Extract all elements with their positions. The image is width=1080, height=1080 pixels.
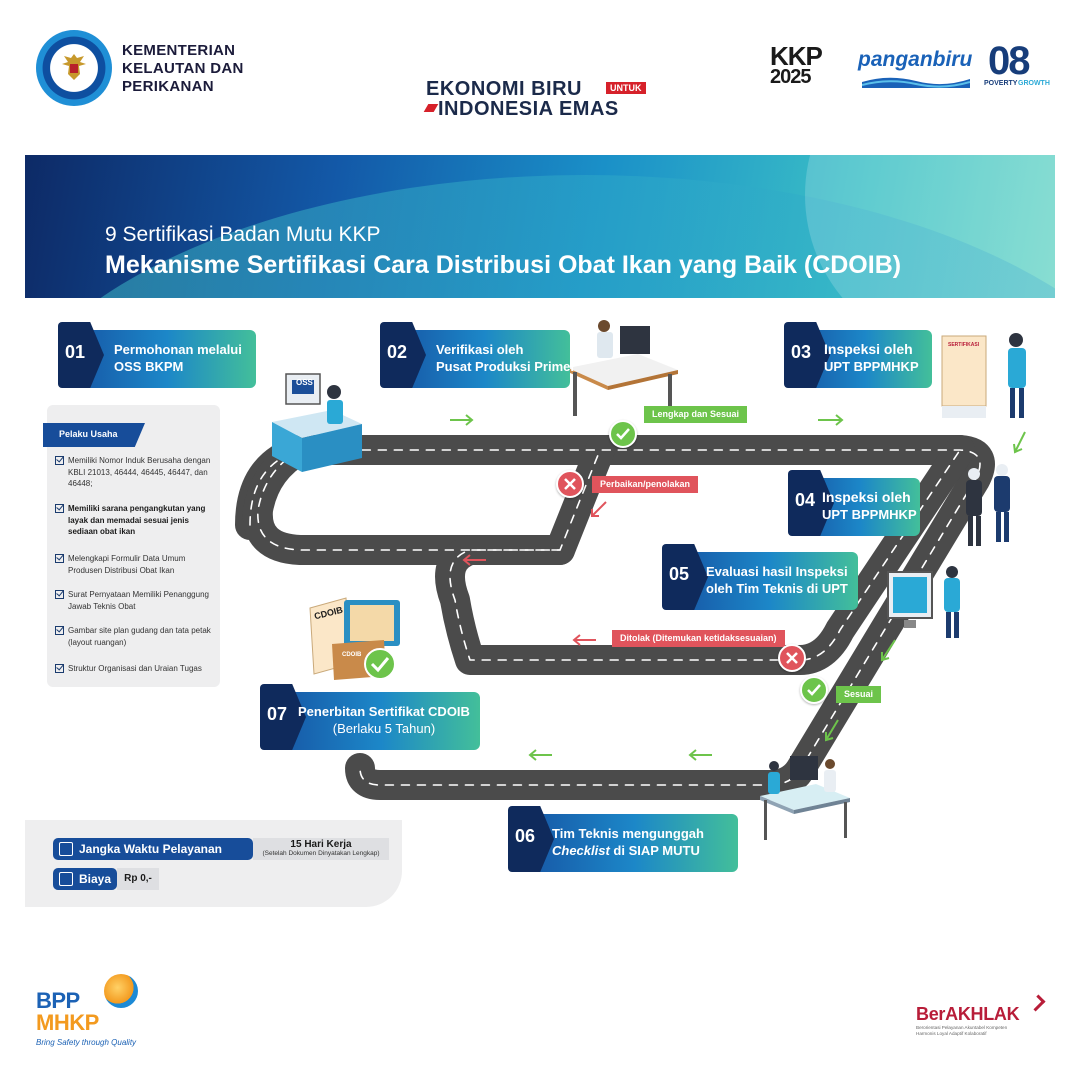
eight-percent-logo: 08 POVERTY GROWTH xyxy=(984,39,1050,87)
panganbiru-logo: panganbiru xyxy=(858,48,974,92)
cost-value: Rp 0,- xyxy=(117,868,159,890)
step-01: 01 Permohonan melalui OSS BKPM xyxy=(58,322,256,388)
tag-lengkap-sesuai: Lengkap dan Sesuai xyxy=(644,406,748,423)
checkbox-icon xyxy=(55,456,64,465)
berakhlak-logo: BerAKHLAK Berorientasi Pelayanan Akuntab… xyxy=(916,994,1046,1048)
ekonomi-biru-logo: EKONOMI BIRU UNTUK INDONESIA EMAS xyxy=(423,78,656,122)
inspector-poster-illustration xyxy=(941,333,1026,418)
logo-mark-icon xyxy=(104,974,138,1008)
step-number: 04 xyxy=(794,490,816,510)
step-number: 02 xyxy=(386,342,408,362)
bppmhkp-logo: BPP MHKP Bring Safety through Quality xyxy=(36,972,156,1052)
garuda-emblem-icon xyxy=(62,54,86,80)
rejected-x-icon xyxy=(556,470,584,498)
service-time-value: 15 Hari Kerja (Setelah Dokumen Dinyataka… xyxy=(253,838,389,860)
folder-label: CDOIB xyxy=(342,652,362,658)
flow-arrows xyxy=(450,414,1026,761)
step-number: 05 xyxy=(668,564,690,584)
ministry-name: KEMENTERIAN KELAUTAN DAN PERIKANAN xyxy=(122,42,244,95)
step-number: 03 xyxy=(790,342,812,362)
checkbox-icon xyxy=(55,626,64,635)
certificate-illustration xyxy=(309,597,400,680)
step-05: 05 Evaluasi hasil Inspeksi oleh Tim Tekn… xyxy=(662,544,858,610)
reject-arrows xyxy=(462,501,607,646)
tag-perbaikan: Perbaikan/penolakan xyxy=(592,476,699,493)
wave-icon xyxy=(862,77,970,88)
service-info-panel: Jangka Waktu Pelayanan 15 Hari Kerja (Se… xyxy=(25,820,402,907)
banner-subtitle: 9 Sertifikasi Badan Mutu KKP xyxy=(105,223,381,246)
rejected-x-icon xyxy=(778,644,806,672)
requirements-panel: Pelaku Usaha Memiliki Nomor Induk Berusa… xyxy=(43,405,220,687)
tag-ditolak: Ditolak (Ditemukan ketidaksesuaian) xyxy=(612,630,785,647)
oss-desk-illustration xyxy=(272,373,362,472)
kkp-logo xyxy=(36,30,112,106)
checkbox-icon xyxy=(55,554,64,563)
requirements-header: Pelaku Usaha xyxy=(43,423,145,447)
step-07: 07 Penerbitan Sertifikat CDOIB (Berlaku … xyxy=(260,684,480,750)
banner-title: Mekanisme Sertifikasi Cara Distribusi Ob… xyxy=(105,251,902,279)
money-icon xyxy=(59,872,73,886)
cost-label: Biaya xyxy=(53,868,117,890)
step-number: 07 xyxy=(266,704,288,724)
kkp-2025-logo: KKP 2025 xyxy=(770,41,823,88)
tagline-untuk: UNTUK xyxy=(606,82,646,94)
step-06: 06 Tim Teknis mengunggah Checklist di SI… xyxy=(508,806,738,872)
title-banner: 9 Sertifikasi Badan Mutu KKP Mekanisme S… xyxy=(25,155,1055,298)
tag-sesuai: Sesuai xyxy=(836,686,882,703)
oss-screen-label: OSS xyxy=(296,378,313,387)
step-03: 03 Inspeksi oleh UPT BPPMHKP xyxy=(784,322,932,388)
approved-check-icon xyxy=(609,420,637,448)
service-time-label: Jangka Waktu Pelayanan xyxy=(53,838,253,860)
step-04: 04 Inspeksi oleh UPT BPPMHKP xyxy=(788,470,920,536)
step-number: 01 xyxy=(64,342,86,362)
upload-desk-illustration xyxy=(760,756,850,840)
step-02: 02 Verifikasi oleh Pusat Produksi Primer xyxy=(380,322,575,388)
checkbox-icon xyxy=(55,590,64,599)
checkbox-icon xyxy=(55,664,64,673)
step-number: 06 xyxy=(514,826,536,846)
calendar-icon xyxy=(59,842,73,856)
approved-check-icon xyxy=(800,676,828,704)
checkbox-icon xyxy=(55,504,64,513)
tagline-line1: EKONOMI BIRU xyxy=(426,78,582,100)
poster-label: SERTIFIKASI xyxy=(948,342,980,348)
inspectors-illustration xyxy=(966,464,1010,546)
tagline-line2: INDONESIA EMAS xyxy=(438,98,619,120)
desk-worker-illustration xyxy=(568,320,678,416)
evaluation-screen-illustration xyxy=(887,566,960,638)
